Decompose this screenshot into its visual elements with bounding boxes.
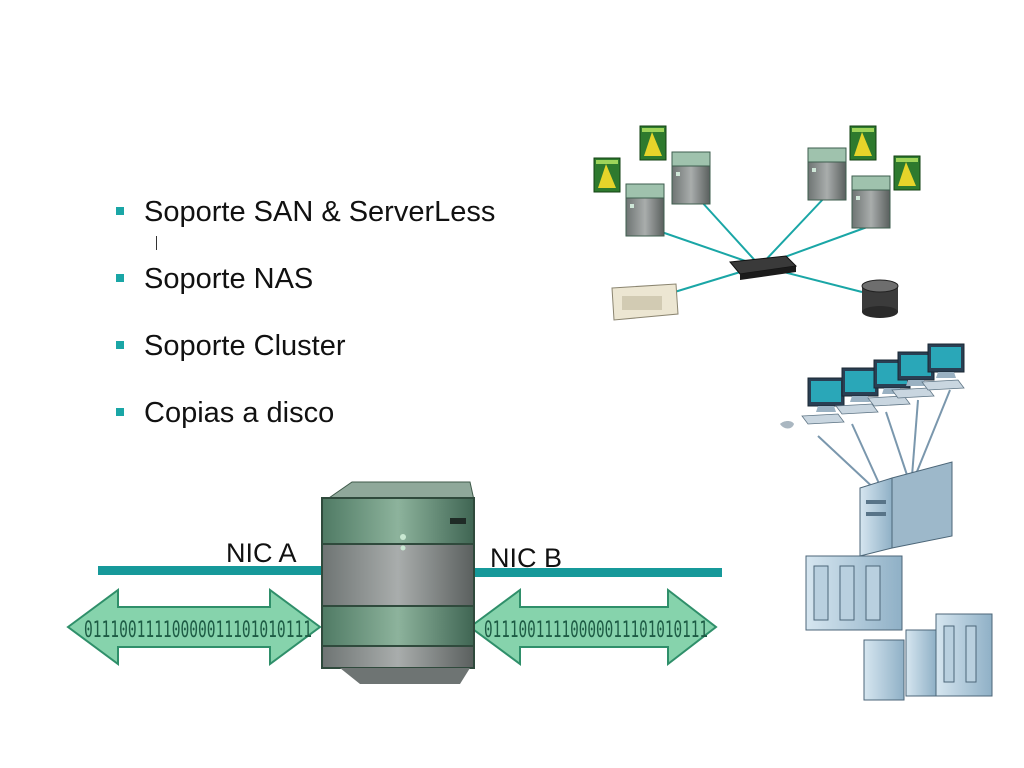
rack-server-icon [859, 461, 953, 557]
software-box-icon [593, 157, 621, 193]
software-box-icon [639, 125, 667, 161]
bullet-item: Soporte NAS [112, 257, 495, 324]
storage-cabinet-icon [805, 555, 903, 631]
binary-arrow-right: 01110011110000011101010111 [468, 587, 718, 667]
bullet-marker [116, 207, 124, 215]
disk-storage-icon [861, 279, 899, 318]
bullet-text: Soporte NAS [144, 263, 314, 295]
network-line-b [468, 568, 722, 577]
san-server-icon [671, 151, 711, 205]
text-cursor [156, 236, 157, 250]
san-server-icon [807, 147, 847, 201]
bullet-text: Copias a disco [144, 397, 335, 429]
server-tower-icon [863, 613, 993, 701]
binary-arrow-left: 01110011110000011101010111 [66, 588, 322, 666]
tape-library-icon [611, 283, 679, 321]
workstation-icon [921, 343, 965, 391]
workstation-icon [801, 377, 845, 425]
nic-b-label: NIC B [490, 543, 563, 573]
san-switch-icon [729, 255, 798, 280]
bullet-list: Soporte SAN & ServerLess Soporte NAS Sop… [112, 190, 495, 458]
software-box-icon [849, 125, 877, 161]
san-server-icon [851, 175, 891, 229]
san-topology [593, 125, 921, 321]
network-line-a [98, 566, 328, 575]
bullet-marker [116, 274, 124, 282]
binary-text: 01110011110000011101010111 [84, 618, 312, 643]
workstation-icon [835, 367, 879, 415]
mouse-icon [780, 421, 794, 429]
binary-text: 01110011110000011101010111 [484, 618, 708, 643]
nic-a-label: NIC A [226, 538, 297, 568]
software-box-icon [893, 155, 921, 191]
central-server-icon [321, 481, 475, 684]
bullet-item: Copias a disco [112, 391, 495, 458]
bullet-marker [116, 341, 124, 349]
san-server-icon [625, 183, 665, 237]
bullet-item: Soporte SAN & ServerLess [112, 190, 495, 257]
bullet-marker [116, 408, 124, 416]
bullet-item: Soporte Cluster [112, 324, 495, 391]
cluster-datacenter [780, 343, 993, 701]
bullet-text: Soporte SAN & ServerLess [144, 196, 496, 228]
bullet-text: Soporte Cluster [144, 330, 346, 362]
